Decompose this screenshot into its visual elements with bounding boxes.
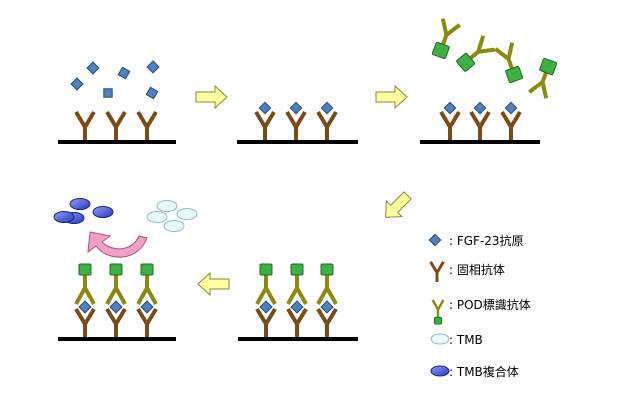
capture-antibody xyxy=(469,110,491,140)
legend-label-antigen: : FGF-23抗原 xyxy=(449,233,524,248)
antigen xyxy=(146,60,160,74)
antigen xyxy=(86,61,100,75)
pod-antibody xyxy=(528,57,558,99)
antigen xyxy=(259,300,273,314)
antigen xyxy=(70,77,84,91)
legend-label-capture-antibody: : 固相抗体 xyxy=(449,262,505,277)
pod-label xyxy=(109,263,123,276)
antigen xyxy=(103,88,113,98)
legend: : FGF-23抗原 : 固相抗体 : POD標識抗体 : TMB : TMB複… xyxy=(428,233,531,379)
capture-antibody xyxy=(254,110,276,140)
capture-antibody xyxy=(439,110,461,140)
tmb-complex xyxy=(53,211,75,223)
tmb-complex xyxy=(92,206,114,218)
pod-antibody xyxy=(316,263,338,305)
capture-antibody xyxy=(316,110,338,140)
pod-label xyxy=(433,316,443,325)
pod-label xyxy=(259,263,273,276)
capture-antibody xyxy=(429,261,445,282)
pod-label xyxy=(456,52,475,72)
antigen xyxy=(320,300,334,314)
tmb xyxy=(156,200,178,212)
antigen xyxy=(290,300,304,314)
flow-arrow-right xyxy=(375,84,408,110)
pod-antibody xyxy=(431,18,461,60)
antigen xyxy=(473,101,487,115)
tmb-icon xyxy=(430,333,450,345)
legend-item-antigen: : FGF-23抗原 xyxy=(428,233,524,248)
pod-label xyxy=(140,263,154,276)
capture-antibody xyxy=(285,110,307,140)
antigen xyxy=(443,101,457,115)
antigen xyxy=(145,86,159,100)
pod-antibody xyxy=(255,263,277,305)
capture-antibody xyxy=(136,307,158,337)
pod-antibody xyxy=(431,299,445,325)
pod-antibody xyxy=(494,42,524,84)
legend-item-tmb-complex: : TMB複合体 xyxy=(430,364,519,379)
step5-panel xyxy=(53,198,198,341)
capture-antibody xyxy=(255,307,277,337)
tmb xyxy=(146,211,168,223)
tmb xyxy=(176,208,198,220)
pod-antibody xyxy=(136,263,158,305)
pod-label xyxy=(431,41,450,60)
capture-antibody xyxy=(136,110,158,140)
capture-antibody xyxy=(74,110,96,140)
capture-antibody xyxy=(105,307,127,337)
antigen xyxy=(289,101,303,115)
legend-label-tmb: : TMB xyxy=(449,333,483,347)
pod-label xyxy=(290,263,304,276)
legend-item-capture-antibody: : 固相抗体 xyxy=(429,261,505,282)
flow-arrow-left xyxy=(197,271,230,297)
pod-label xyxy=(505,65,524,84)
conversion-curved-arrow xyxy=(87,231,148,258)
pod-label xyxy=(78,263,92,276)
capture-antibody xyxy=(500,110,522,140)
antigen xyxy=(504,101,518,115)
antigen xyxy=(140,300,154,314)
capture-antibody-icon xyxy=(429,261,445,282)
step3-panel xyxy=(420,18,558,144)
antigen xyxy=(109,300,123,314)
antigen xyxy=(78,300,92,314)
step4-panel xyxy=(238,263,358,341)
pod-antibody xyxy=(105,263,127,305)
pod-antibody xyxy=(74,263,96,305)
tmb xyxy=(163,220,185,232)
pod-label xyxy=(539,57,558,76)
pod-label xyxy=(320,263,334,276)
flow-arrow-right xyxy=(195,84,228,110)
legend-item-tmb: : TMB xyxy=(430,333,483,347)
step1-panel xyxy=(58,60,176,144)
legend-label-tmb-complex: : TMB複合体 xyxy=(449,364,519,379)
flow-arrow-down-left xyxy=(385,191,412,218)
step2-panel xyxy=(237,101,358,144)
capture-antibody xyxy=(105,110,127,140)
antigen xyxy=(320,101,334,115)
pod-antibody-icon xyxy=(431,299,445,325)
legend-item-pod-antibody: : POD標識抗体 xyxy=(431,297,531,325)
pod-antibody xyxy=(456,35,496,72)
capture-antibody xyxy=(74,307,96,337)
tmb-complex xyxy=(69,198,91,210)
antigen-icon xyxy=(428,233,442,247)
tmb-complex-icon xyxy=(430,365,450,377)
capture-antibody xyxy=(316,307,338,337)
antigen xyxy=(117,66,131,80)
pod-antibody xyxy=(286,263,308,305)
legend-label-pod-antibody: : POD標識抗体 xyxy=(449,297,531,312)
antigen xyxy=(258,101,272,115)
capture-antibody xyxy=(286,307,308,337)
